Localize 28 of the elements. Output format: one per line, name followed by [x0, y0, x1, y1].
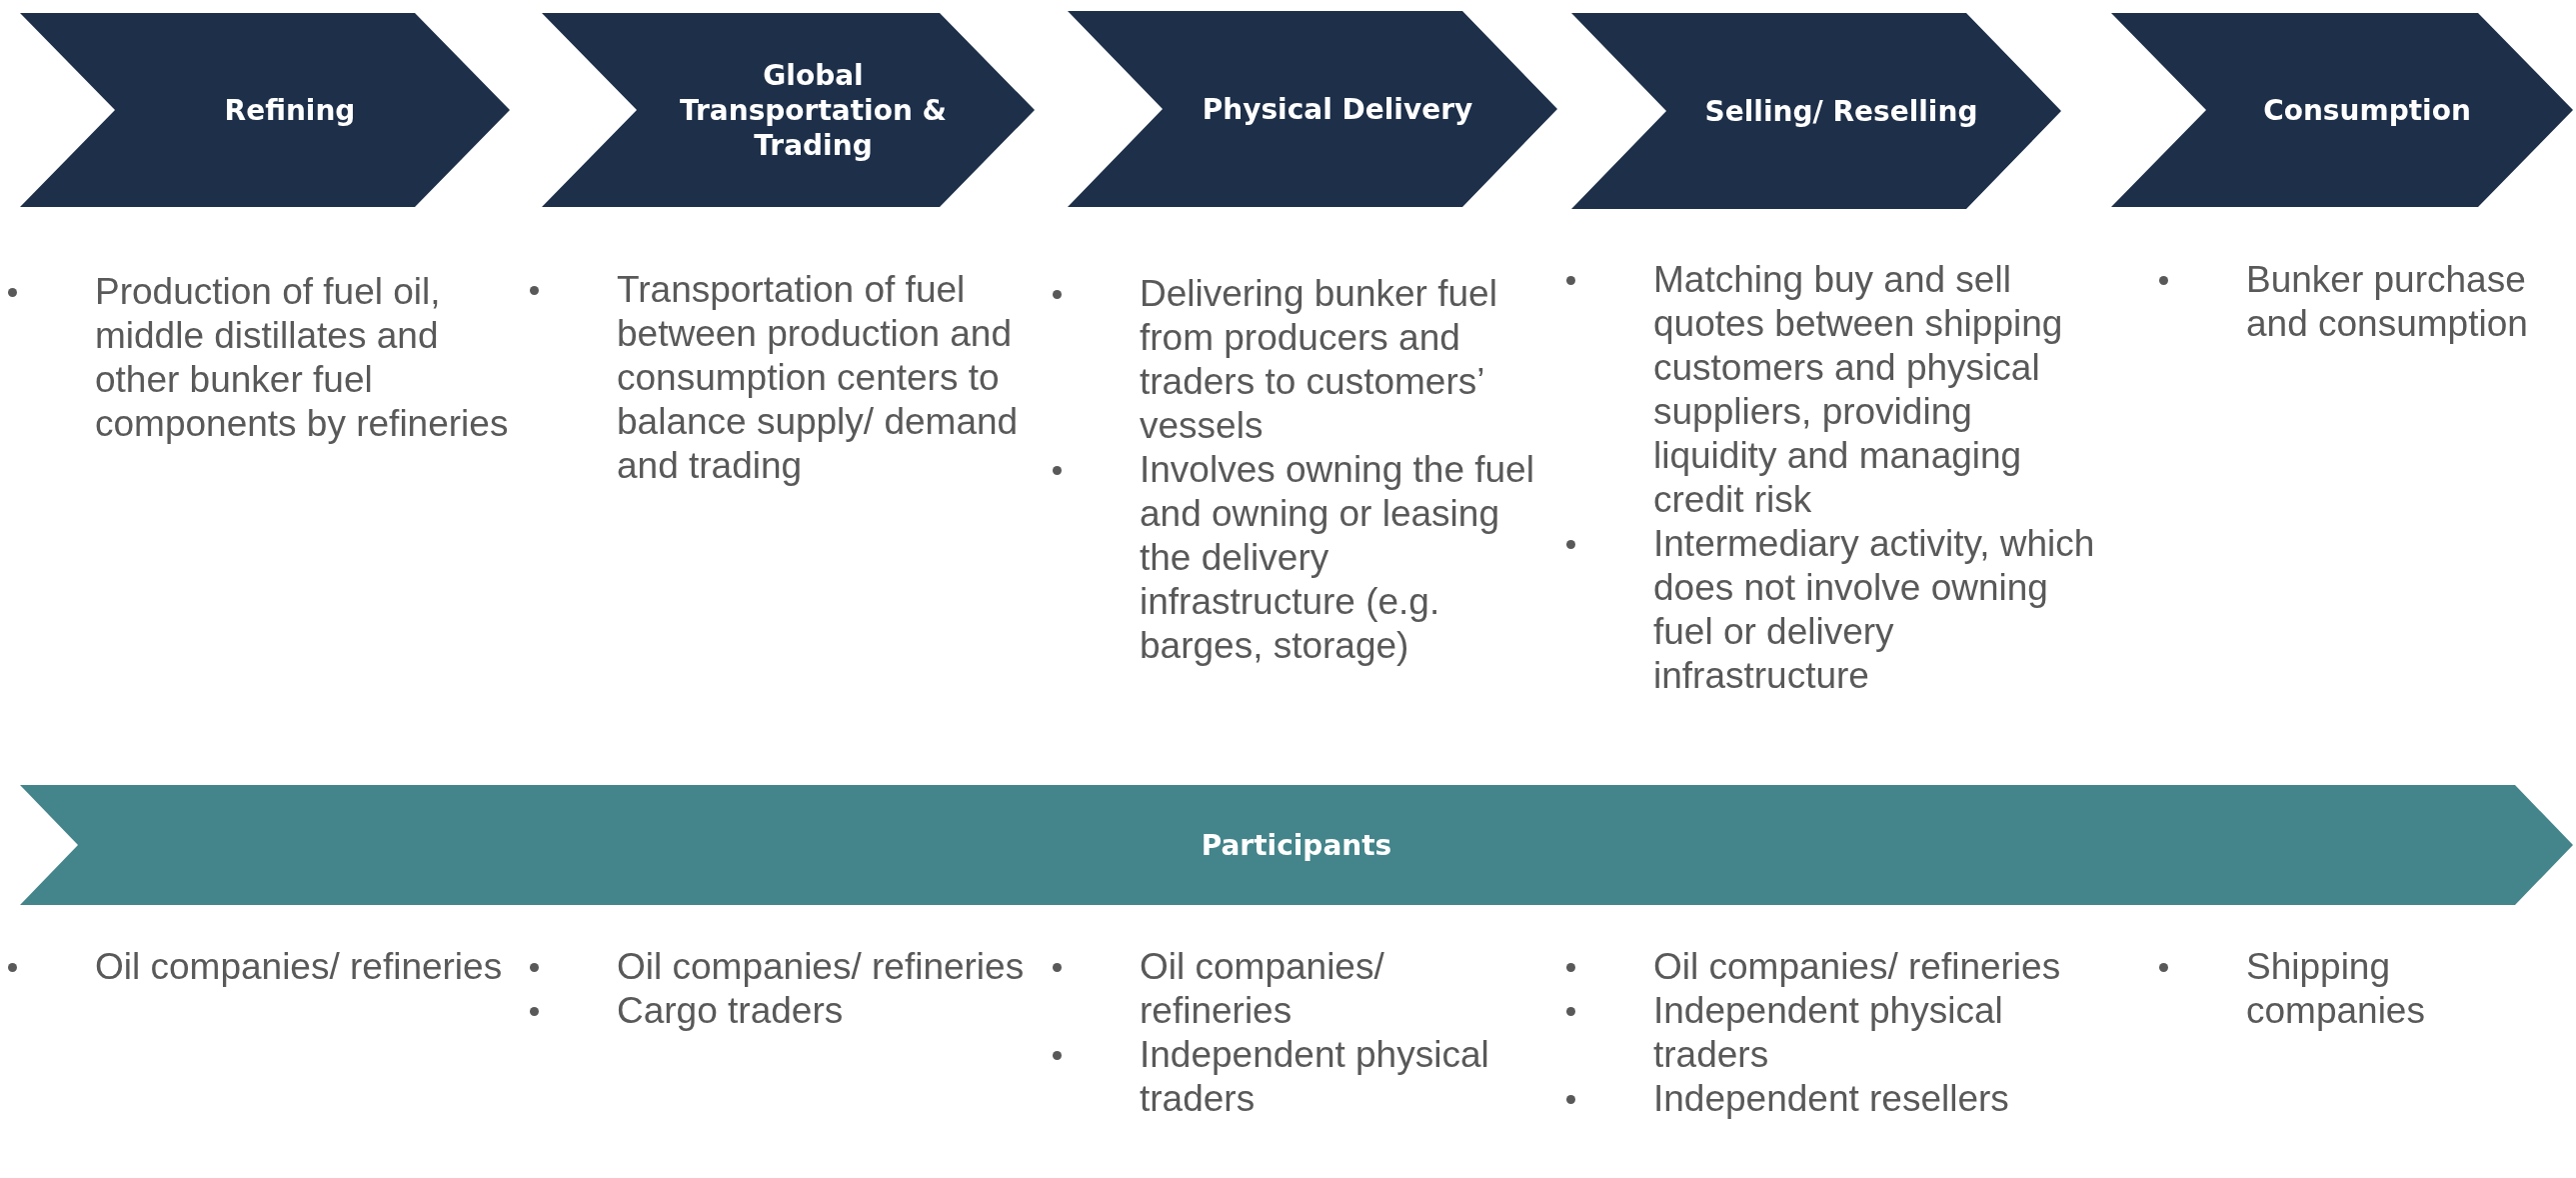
- participant-text: Shipping companies: [2246, 945, 2426, 1033]
- participant-text: Oil companies/ refineries: [617, 945, 1026, 989]
- participant-text: Independent physical traders: [1140, 1033, 1490, 1121]
- description-text: Transportation of fuel between production and consumption centers to balance supply/ demand and trading: [617, 268, 1020, 488]
- chevron-shape: [1068, 11, 1557, 207]
- description-text: Matching buy and sell quotes between shipping customers and physical suppliers, providing liquidity and managing credit risk: [1653, 258, 2064, 522]
- participant-text: Oil companies/ refineries: [1140, 945, 1385, 1033]
- stage-title: Global Transportation & Trading: [679, 57, 948, 163]
- participant-text: Oil companies/ refineries: [1653, 945, 2062, 989]
- stage-title: Consumption: [2263, 92, 2471, 128]
- description-text: Bunker purchase and consumption: [2246, 258, 2529, 346]
- stage-title: Physical Delivery: [1202, 91, 1473, 127]
- description-text: Production of fuel oil, middle distillates and other bunker fuel components by refineries: [95, 270, 510, 446]
- stage-title: Refining: [224, 92, 356, 128]
- chevron-shape: [542, 13, 1035, 207]
- description-text: Intermediary activity, which does not involve owning fuel or delivery infrastructure: [1653, 522, 2096, 698]
- chevron-shape: [1571, 13, 2061, 209]
- description-text: Involves owning the fuel and owning or leasing the delivery infrastructure (e.g. barges, storage): [1140, 448, 1535, 668]
- banner-title: Participants: [1201, 827, 1392, 863]
- participant-text: Independent resellers: [1653, 1077, 2010, 1121]
- chevron-shape: [20, 13, 510, 207]
- chevron-shape: [2111, 13, 2573, 207]
- participant-text: Independent physical traders: [1653, 989, 2004, 1077]
- participant-text: Oil companies/ refineries: [95, 945, 504, 989]
- stage-title: Selling/ Reselling: [1704, 93, 1978, 129]
- description-text: Delivering bunker fuel from producers and traders to customers’ vessels: [1140, 272, 1498, 448]
- participant-text: Cargo traders: [617, 989, 845, 1033]
- arrow-banner: [20, 785, 2573, 905]
